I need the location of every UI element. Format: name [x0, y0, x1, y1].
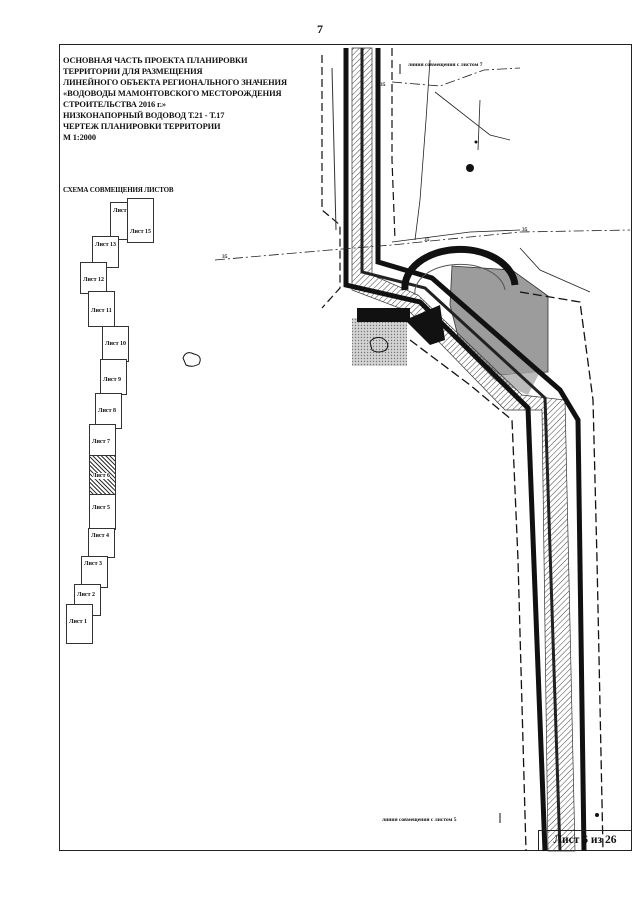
- pipeline-c: [375, 48, 587, 852]
- title-line: СТРОИТЕЛЬСТВА 2016 г.»: [63, 100, 166, 109]
- sheet-box-3: Лист 3: [81, 556, 108, 588]
- sheet-label: Лист 8: [98, 408, 117, 414]
- sheet-box-5: Лист 5: [89, 494, 116, 530]
- contour-line-35-left: [214, 229, 631, 261]
- survey-line-2: [414, 59, 431, 241]
- sheet-box-12: Лист 12: [80, 262, 107, 294]
- title-line: ЧЕРТЕЖ ПЛАНИРОВКИ ТЕРРИТОРИИ: [63, 122, 221, 131]
- pipeline-b: [360, 48, 562, 852]
- sheet-label: Лист 13: [95, 242, 117, 248]
- title-line: НИЗКОНАПОРНЫЙ ВОДОВОД Т.21 - Т.17: [63, 111, 225, 120]
- boundary-right: [391, 48, 396, 241]
- dotted-zone: [352, 318, 407, 366]
- well-symbol: [182, 352, 201, 367]
- survey-line-3: [477, 99, 481, 151]
- sheet-label: Лист 9: [103, 377, 122, 383]
- contour-label: 35: [424, 237, 430, 243]
- boundary-left: [321, 55, 341, 309]
- scale-label: М 1:2000: [63, 133, 96, 142]
- pipeline-d: [331, 67, 337, 231]
- sheet-label: Лист 6: [92, 473, 111, 479]
- sheet-label: Лист 15: [130, 229, 152, 235]
- sheet-stamp: Лист 6 из 26: [538, 830, 631, 850]
- survey-line: [434, 91, 511, 141]
- contour-label: 35: [522, 227, 528, 233]
- sheet-label: Лист 3: [84, 561, 103, 567]
- sheet-scheme-title: СХЕМА СОВМЕЩЕНИЯ ЛИСТОВ: [63, 186, 174, 194]
- sheet-label: Лист 1: [69, 619, 88, 625]
- title-line: ТЕРРИТОРИИ ДЛЯ РАЗМЕЩЕНИЯ: [63, 67, 203, 76]
- contour-line-35-mid: [391, 229, 521, 243]
- title-line: ЛИНЕЙНОГО ОБЪЕКТА РЕГИОНАЛЬНОГО ЗНАЧЕНИЯ: [63, 78, 287, 87]
- sheet-label: Лист 2: [77, 592, 96, 598]
- boundary-outer-right: [519, 291, 604, 852]
- sheet-label: Лист 5: [92, 505, 111, 511]
- junction-diag: [405, 305, 445, 345]
- survey-point: [466, 164, 474, 172]
- sheet-box-6-current: Лист 6: [89, 455, 116, 497]
- contour-label: 35: [380, 82, 386, 88]
- sheet-label: Лист 14: [113, 208, 135, 214]
- survey-point-small: [474, 140, 478, 144]
- sheet-box-15: Лист 15: [127, 198, 154, 243]
- boundary-outer-left: [409, 339, 527, 852]
- sheet-label: Лист 12: [83, 277, 105, 283]
- match-line-bottom-label: линия совмещения с листом 5: [382, 817, 457, 823]
- survey-point-bottom: [595, 813, 599, 817]
- pipeline-a: [343, 48, 548, 852]
- gray-zone-lower: [460, 344, 540, 395]
- well-symbol-2: [369, 337, 389, 353]
- page-number: 7: [317, 22, 323, 36]
- sheet-label: Лист 11: [91, 308, 112, 314]
- title-block: ОСНОВНАЯ ЧАСТЬ ПРОЕКТА ПЛАНИРОВКИ ТЕРРИТ…: [63, 55, 333, 143]
- junction-arc: [401, 245, 519, 291]
- junction-block: [357, 308, 410, 322]
- title-line: ОСНОВНАЯ ЧАСТЬ ПРОЕКТА ПЛАНИРОВКИ: [63, 56, 248, 65]
- junction-arc-inner: [414, 263, 506, 296]
- contour-label: 35: [222, 254, 228, 260]
- sheet-label: Лист 7: [92, 439, 111, 445]
- contour-line-35-upper: [391, 67, 521, 87]
- match-line-top-label: линия совмещения с листом 7: [408, 62, 483, 68]
- drawing-frame: [59, 44, 632, 851]
- utility-line: [519, 247, 591, 293]
- title-line: «ВОДОВОДЫ МАМОНТОВСКОГО МЕСТОРОЖДЕНИЯ: [63, 89, 282, 98]
- sheet-box-10: Лист 10: [102, 326, 129, 362]
- sheet-label: Лист 4: [91, 533, 110, 539]
- sheet-label: Лист 10: [105, 341, 127, 347]
- sheet-box-11: Лист 11: [88, 291, 115, 327]
- sheet-box-1: Лист 1: [66, 604, 93, 644]
